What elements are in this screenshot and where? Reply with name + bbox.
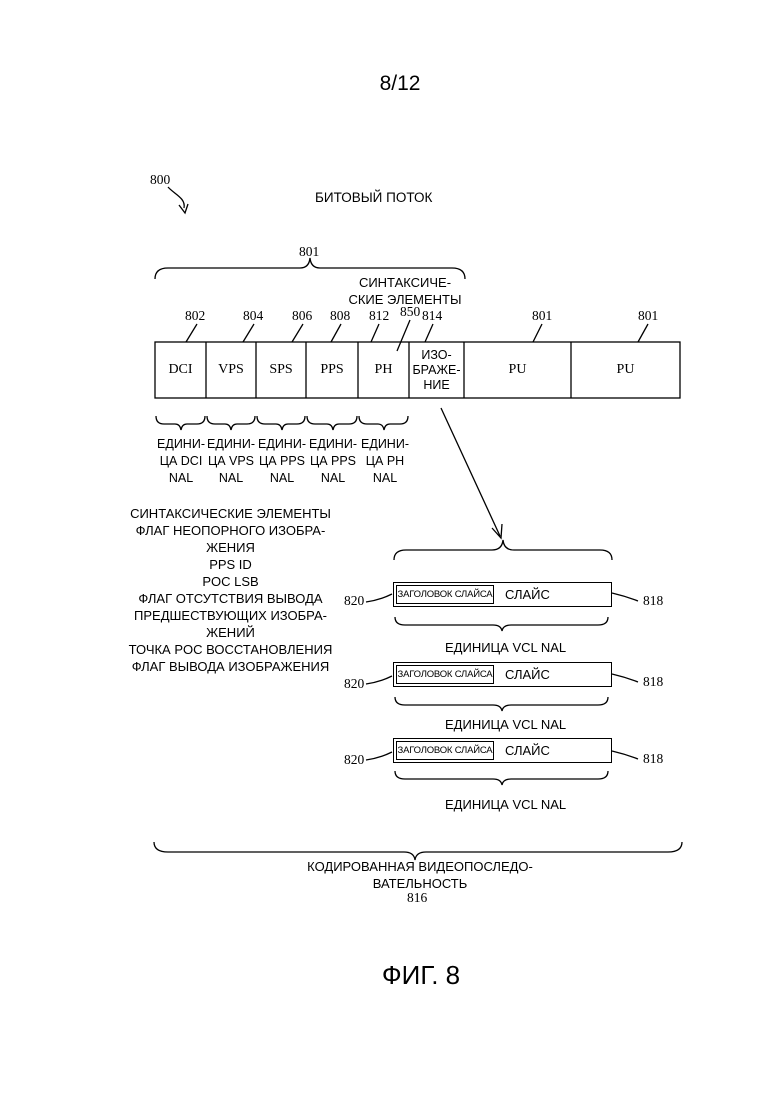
nal-brace-ph — [359, 416, 408, 430]
coded-sequence-ref: 816 — [407, 890, 427, 906]
leader-801a — [533, 324, 542, 342]
slice-header-2: ЗАГОЛОВОК СЛАЙСА — [396, 665, 494, 684]
leader-804 — [243, 324, 254, 342]
ref-800-arrow — [168, 187, 184, 208]
slice-ref-right-2: 818 — [643, 674, 663, 690]
syntax-item: ТОЧКА POC ВОССТАНОВЛЕНИЯ — [128, 641, 333, 658]
cell-pps-label: PPS — [320, 362, 343, 378]
slice1-bottom-brace — [395, 617, 608, 631]
cell-pu-2: PU — [571, 342, 680, 398]
nal-unit-ph-line-1: ЕДИНИ- — [354, 436, 416, 453]
slice-label-2: СЛАЙС — [505, 667, 550, 682]
cell-ph: PH — [358, 342, 409, 398]
cell-pu-2-label: PU — [617, 362, 635, 378]
syntax-item: СИНТАКСИЧЕСКИЕ ЭЛЕМЕНТЫ — [128, 505, 333, 522]
cell-picture-line-3: НИЕ — [423, 378, 449, 393]
syntax-item: ЖЕНИЙ — [128, 624, 333, 641]
slice-ref-left-2: 820 — [344, 676, 364, 692]
slice-ref-left-1: 820 — [344, 593, 364, 609]
nal-brace-dci — [156, 416, 205, 430]
slice3-bottom-brace — [395, 771, 608, 785]
vcl-top-brace — [394, 540, 612, 560]
slice2-leader-818 — [612, 674, 638, 682]
leader-814 — [425, 324, 433, 342]
top-brace — [155, 258, 465, 279]
syntax-item: ФЛАГ НЕОПОРНОГО ИЗОБРА- — [128, 522, 333, 539]
leader-801b — [638, 324, 648, 342]
slice1-leader-818 — [612, 593, 638, 601]
figure-caption: ФИГ. 8 — [0, 960, 780, 991]
slice1-leader-820 — [366, 594, 392, 602]
cell-sps: SPS — [256, 342, 306, 398]
nal-unit-ph-line-2: ЦА PH — [354, 453, 416, 470]
coded-sequence-line-1: КОДИРОВАННАЯ ВИДЕОПОСЛЕДО- — [300, 858, 540, 875]
slice-ref-right-1: 818 — [643, 593, 663, 609]
slice-header-1: ЗАГОЛОВОК СЛАЙСА — [396, 585, 494, 604]
slice2-leader-820 — [366, 676, 392, 684]
slice-label-1: СЛАЙС — [505, 587, 550, 602]
slice-label-3: СЛАЙС — [505, 743, 550, 758]
syntax-item: POC LSB — [128, 573, 333, 590]
cell-sps-label: SPS — [269, 362, 292, 378]
syntax-element-list: СИНТАКСИЧЕСКИЕ ЭЛЕМЕНТЫ ФЛАГ НЕОПОРНОГО … — [128, 505, 333, 675]
nal-brace-pps — [307, 416, 357, 430]
nal-brace-vps — [207, 416, 255, 430]
nal-brace-sps — [257, 416, 305, 430]
coded-sequence-label: КОДИРОВАННАЯ ВИДЕОПОСЛЕДО- ВАТЕЛЬНОСТЬ — [300, 858, 540, 892]
syntax-item: ФЛАГ ОТСУТСТВИЯ ВЫВОДА — [128, 590, 333, 607]
vcl-unit-label-2: ЕДИНИЦА VCL NAL — [445, 716, 566, 733]
slice-header-3: ЗАГОЛОВОК СЛАЙСА — [396, 741, 494, 760]
syntax-item: ФЛАГ ВЫВОДА ИЗОБРАЖЕНИЯ — [128, 658, 333, 675]
syntax-item: PPS ID — [128, 556, 333, 573]
slice2-bottom-brace — [395, 697, 608, 711]
slice-ref-right-3: 818 — [643, 751, 663, 767]
picture-arrow — [441, 408, 500, 536]
leader-808 — [331, 324, 341, 342]
leader-812 — [371, 324, 379, 342]
nal-unit-ph: ЕДИНИ- ЦА PH NAL — [354, 436, 416, 487]
cell-dci: DCI — [155, 342, 206, 398]
leader-806 — [292, 324, 303, 342]
cell-vps-label: VPS — [218, 362, 244, 378]
vcl-unit-label-1: ЕДИНИЦА VCL NAL — [445, 639, 566, 656]
cell-pps: PPS — [306, 342, 358, 398]
slice-ref-left-3: 820 — [344, 752, 364, 768]
slice3-leader-820 — [366, 752, 392, 760]
cell-pu-1-label: PU — [509, 362, 527, 378]
ref-800-arrowhead — [179, 204, 188, 213]
syntax-item: ПРЕДШЕСТВУЮЩИХ ИЗОБРА- — [128, 607, 333, 624]
slice3-leader-818 — [612, 751, 638, 759]
cell-picture: ИЗО- БРАЖЕ- НИЕ — [409, 342, 464, 398]
nal-unit-ph-line-3: NAL — [354, 470, 416, 487]
cell-pu-1: PU — [464, 342, 571, 398]
cell-ph-label: PH — [375, 362, 393, 378]
cell-dci-label: DCI — [168, 362, 192, 378]
syntax-item: ЖЕНИЯ — [128, 539, 333, 556]
vcl-unit-label-3: ЕДИНИЦА VCL NAL — [445, 796, 566, 813]
cell-vps: VPS — [206, 342, 256, 398]
leader-802 — [186, 324, 197, 342]
cell-picture-line-2: БРАЖЕ- — [412, 363, 460, 378]
cell-picture-line-1: ИЗО- — [421, 348, 451, 363]
